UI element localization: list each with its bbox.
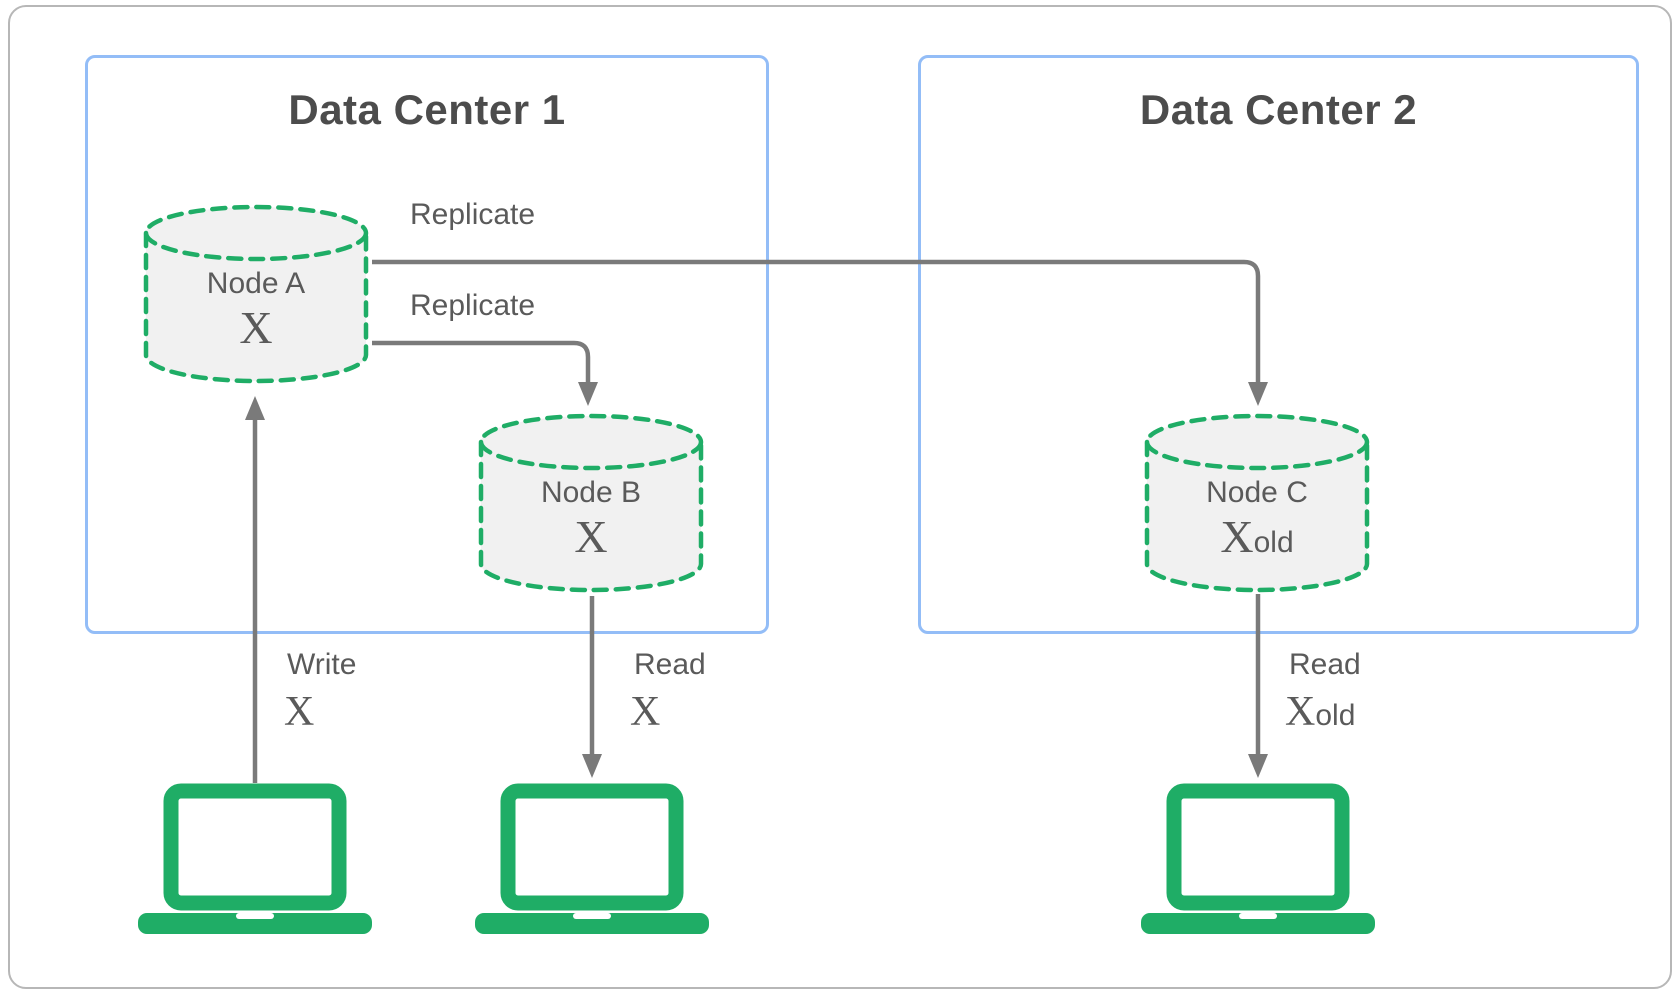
node-c-label: Node C	[1206, 476, 1308, 509]
write-label: Write	[287, 648, 357, 681]
read-c-value: Xold	[1285, 689, 1356, 735]
database-cylinder-icon	[478, 413, 704, 593]
node-a-database: Node A X	[142, 203, 370, 385]
client-reader-remote-laptop-icon	[1141, 783, 1375, 934]
read-b-label: Read	[634, 648, 706, 681]
client-reader-local-laptop-icon	[475, 783, 709, 934]
data-center-2-title: Data Center 2	[1139, 86, 1418, 133]
replicate-ac-label: Replicate	[410, 198, 536, 231]
read-c-label: Read	[1289, 648, 1361, 681]
client-writer-laptop-icon	[138, 783, 372, 934]
replicate-ab-label: Replicate	[410, 289, 536, 322]
node-c-database: Node C Xold	[1143, 412, 1371, 594]
read-b-value: X	[630, 689, 661, 735]
node-b-value: X	[574, 511, 608, 562]
data-center-1-title: Data Center 1	[288, 86, 566, 133]
node-b-database: Node B X	[477, 412, 705, 594]
node-a-value: X	[239, 302, 273, 353]
node-a-label: Node A	[206, 267, 306, 300]
database-cylinder-icon	[1144, 413, 1370, 593]
write-value: X	[284, 689, 315, 735]
node-c-value: Xold	[1220, 511, 1294, 562]
database-cylinder-icon	[143, 204, 369, 384]
node-b-label: Node B	[540, 476, 642, 509]
